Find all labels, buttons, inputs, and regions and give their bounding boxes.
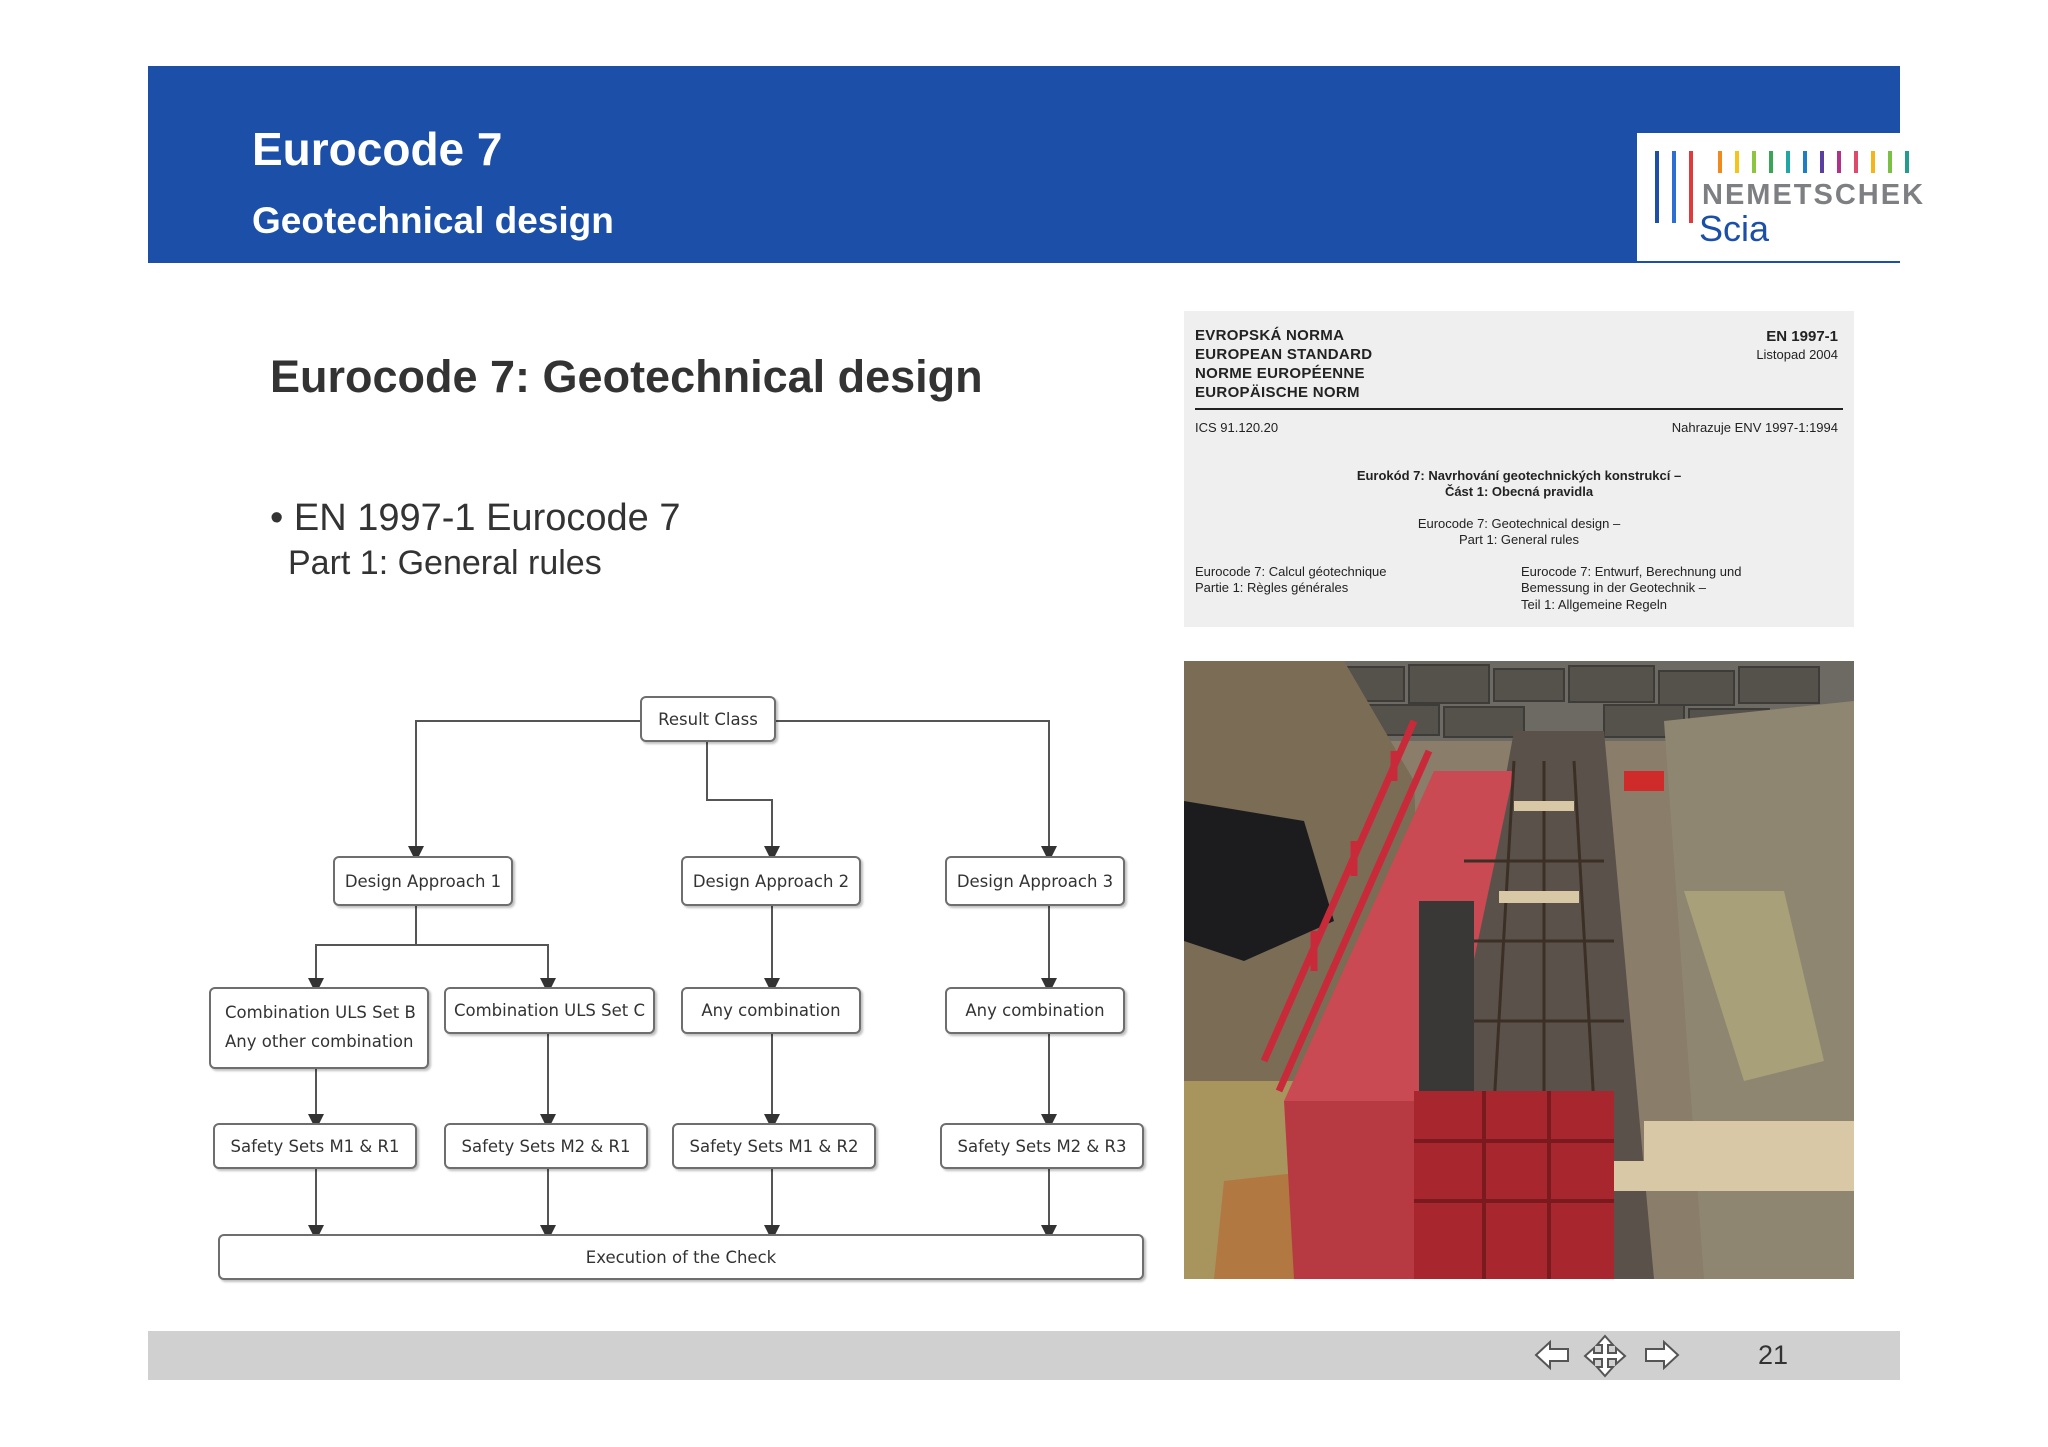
standard-title-fr-line: Partie 1: Règles générales bbox=[1195, 580, 1349, 596]
content-heading: Eurocode 7: Geotechnical design bbox=[270, 351, 983, 402]
page-number: 21 bbox=[1758, 1340, 1789, 1370]
standard-title-en: Eurocode 7: Geotechnical design – Part 1… bbox=[1184, 516, 1854, 549]
logo-bar bbox=[1718, 151, 1722, 173]
logo-bar bbox=[1905, 151, 1909, 173]
standard-code: EN 1997-1 bbox=[1766, 328, 1838, 345]
standard-title-de-line: Bemessung in der Geotechnik – bbox=[1521, 580, 1706, 596]
bullet-subitem: Part 1: General rules bbox=[288, 544, 602, 582]
move-icon[interactable] bbox=[1583, 1334, 1627, 1378]
standard-title-cz: Eurokód 7: Navrhování geotechnických kon… bbox=[1184, 468, 1854, 501]
standard-title-cz-line: Část 1: Obecná pravidla bbox=[1444, 484, 1594, 500]
da2-combination-node: Any combination bbox=[681, 987, 861, 1034]
nemetschek-logo: NEMETSCHEK Scia bbox=[1637, 133, 1938, 261]
logo-bars-icon bbox=[1655, 151, 1909, 223]
arrow-left-icon[interactable] bbox=[1533, 1337, 1571, 1373]
da3-combination-node: Any combination bbox=[945, 987, 1125, 1034]
standard-title-fr: Eurocode 7: Calcul géotechnique Partie 1… bbox=[1195, 564, 1387, 597]
standard-name-fr: NORME EUROPÉENNE bbox=[1195, 365, 1365, 382]
logo-bar bbox=[1837, 151, 1841, 173]
slide-title: Eurocode 7 bbox=[252, 123, 503, 175]
standard-title-en-line: Eurocode 7: Geotechnical design – bbox=[1417, 516, 1621, 531]
safety-sets-m1-r2-node: Safety Sets M1 & R2 bbox=[672, 1123, 876, 1169]
combination-set-c-node: Combination ULS Set C bbox=[444, 987, 655, 1034]
standard-title-cz-line: Eurokód 7: Navrhování geotechnických kon… bbox=[1356, 468, 1682, 483]
combination-other-label: Any other combination bbox=[225, 1032, 414, 1051]
design-approach-1-node: Design Approach 1 bbox=[333, 856, 513, 906]
logo-bar bbox=[1769, 151, 1773, 173]
logo-bar bbox=[1786, 151, 1790, 173]
design-approach-flowchart: Result Class Design Approach 1 Design Ap… bbox=[200, 690, 1160, 1290]
flowchart-connectors bbox=[308, 720, 1057, 1241]
logo-bar bbox=[1803, 151, 1807, 173]
safety-sets-m2-r1-node: Safety Sets M2 & R1 bbox=[444, 1123, 648, 1169]
design-approach-3-node: Design Approach 3 bbox=[945, 856, 1125, 906]
safety-sets-m1-r1-node: Safety Sets M1 & R1 bbox=[213, 1123, 417, 1169]
logo-bar bbox=[1689, 151, 1693, 223]
execution-of-check-node: Execution of the Check bbox=[218, 1234, 1144, 1280]
logo-bar bbox=[1752, 151, 1756, 173]
logo-bar bbox=[1672, 151, 1676, 223]
header-band: Eurocode 7 Geotechnical design NEMETSCHE… bbox=[148, 66, 1938, 263]
logo-wordmark: NEMETSCHEK bbox=[1702, 179, 1926, 211]
footer-bar: 21 bbox=[148, 1331, 1900, 1380]
standard-name-en: EUROPEAN STANDARD bbox=[1195, 346, 1373, 363]
standard-title-fr-line: Eurocode 7: Calcul géotechnique bbox=[1195, 564, 1387, 579]
logo-bar bbox=[1655, 151, 1659, 223]
standard-replaces: Nahrazuje ENV 1997-1:1994 bbox=[1671, 420, 1838, 435]
standard-ics: ICS 91.120.20 bbox=[1195, 420, 1279, 435]
standard-title-de: Eurocode 7: Entwurf, Berechnung und Beme… bbox=[1521, 564, 1741, 613]
construction-photo bbox=[1184, 661, 1854, 1279]
standard-name-cz: EVROPSKÁ NORMA bbox=[1195, 327, 1345, 344]
logo-bar bbox=[1888, 151, 1892, 173]
arrow-right-icon[interactable] bbox=[1643, 1337, 1681, 1373]
safety-sets-m2-r3-node: Safety Sets M2 & R3 bbox=[940, 1123, 1144, 1169]
combination-set-b-label: Combination ULS Set B bbox=[225, 1003, 416, 1023]
logo-bar bbox=[1871, 151, 1875, 173]
logo-bar bbox=[1820, 151, 1824, 173]
result-class-node: Result Class bbox=[640, 696, 776, 742]
standard-title-en-line: Part 1: General rules bbox=[1459, 532, 1579, 548]
standard-date: Listopad 2004 bbox=[1756, 347, 1838, 362]
bullet-item: • EN 1997-1 Eurocode 7 bbox=[270, 497, 681, 539]
standard-cover-image: EVROPSKÁ NORMA EUROPEAN STANDARD NORME E… bbox=[1184, 311, 1854, 627]
slide-subtitle: Geotechnical design bbox=[252, 200, 614, 241]
combination-set-b-node: Combination ULS Set B Any other combinat… bbox=[209, 987, 429, 1069]
foundation-formwork-illustration bbox=[1184, 661, 1854, 1279]
logo-bar bbox=[1735, 151, 1739, 173]
logo-bar bbox=[1854, 151, 1858, 173]
standard-name-de: EUROPÄISCHE NORM bbox=[1195, 384, 1360, 401]
standard-title-de-line: Eurocode 7: Entwurf, Berechnung und bbox=[1521, 564, 1742, 579]
logo-subtext: Scia bbox=[1699, 208, 1770, 249]
standard-title-de-line: Teil 1: Allgemeine Regeln bbox=[1521, 596, 1667, 612]
design-approach-2-node: Design Approach 2 bbox=[681, 856, 861, 906]
divider bbox=[1195, 408, 1843, 410]
